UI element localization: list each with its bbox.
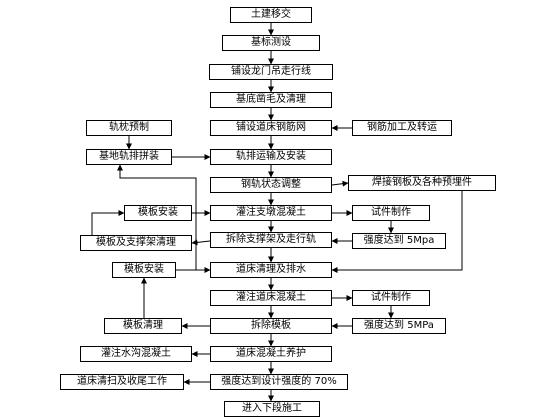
step-rail-adjust: 钢轨状态调整 <box>210 177 332 193</box>
step-base-roughening: 基底凿毛及清理 <box>210 92 332 108</box>
step-concrete-curing: 道床混凝土养护 <box>210 346 332 362</box>
side-weld-embedded-parts: 焊接钢板及各种预埋件 <box>348 175 496 191</box>
side-sleeper-precast: 轨枕预制 <box>86 120 172 136</box>
step-strength-70: 强度达到设计强度的 70% <box>210 374 348 390</box>
side-formwork-clean: 模板清理 <box>104 318 182 334</box>
connector-remove-to-support-clean <box>191 239 211 246</box>
step-next-section: 进入下段施工 <box>224 401 320 417</box>
step-pour-bed-concrete: 灌注道床混凝土 <box>210 290 332 306</box>
side-bed-sweep-finish: 道床清扫及收尾工作 <box>60 374 184 390</box>
side-pour-ditch-concrete: 灌注水沟混凝土 <box>80 346 192 362</box>
step-pour-pier-concrete: 灌注支墩混凝土 <box>210 205 332 221</box>
step-survey-markers: 基标测设 <box>222 35 320 51</box>
step-lay-crane-track: 铺设龙门吊走行线 <box>209 64 333 80</box>
side-formwork-install-2: 模板安装 <box>112 262 176 278</box>
connector-adjust-to-weld <box>331 180 349 187</box>
side-panel-assembly: 基地轨排拼装 <box>86 149 172 165</box>
side-specimen-2: 试件制作 <box>352 290 430 306</box>
connector-weld-to-clean-drain <box>331 191 463 273</box>
side-formwork-install-1: 模板安装 <box>124 205 192 221</box>
step-rail-panel-install: 轨排运输及安装 <box>210 149 332 165</box>
connector-clean-to-assembly <box>117 164 210 271</box>
step-remove-supports: 拆除支撑架及走行轨 <box>210 232 332 248</box>
step-remove-formwork: 拆除模板 <box>210 318 332 334</box>
side-strength-5mpa-1: 强度达到 5Mpa <box>352 233 446 249</box>
connector-support-clean-to-install <box>91 210 125 235</box>
side-specimen-1: 试件制作 <box>352 205 430 221</box>
step-lay-rebar-mesh: 铺设道床钢筋网 <box>210 120 332 136</box>
side-strength-5mpa-2: 强度达到 5MPa <box>352 318 446 334</box>
side-rebar-processing: 钢筋加工及转运 <box>352 120 452 136</box>
step-bed-clean-drain: 道床清理及排水 <box>210 262 332 278</box>
side-formwork-support-clean: 模板及支撑架清理 <box>80 235 192 251</box>
step-handover: 土建移交 <box>230 7 312 23</box>
